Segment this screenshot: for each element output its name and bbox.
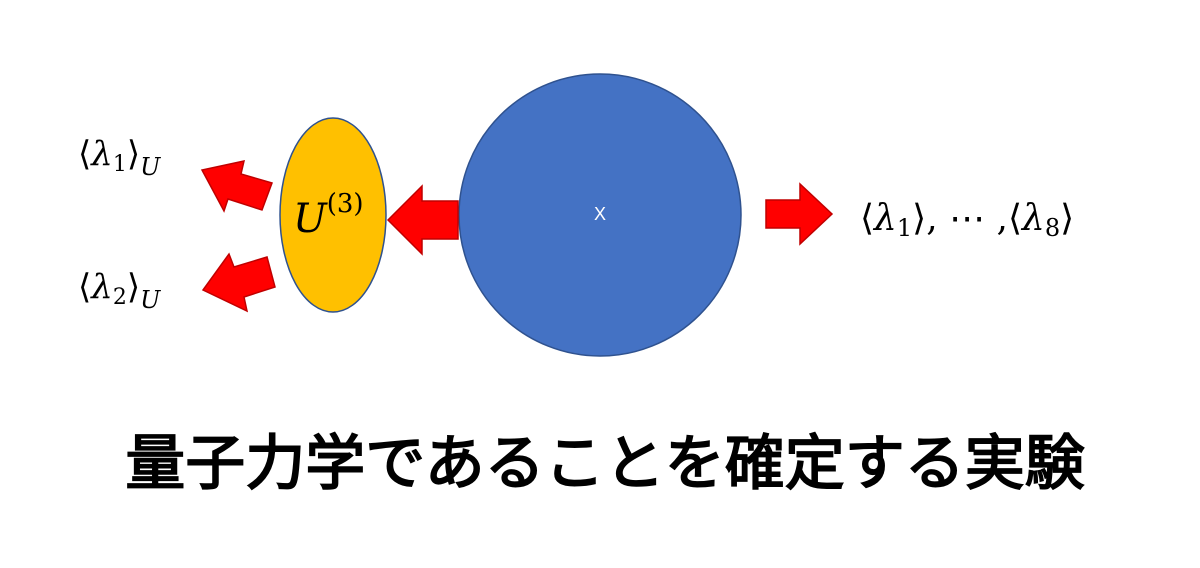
source-label: X — [594, 204, 606, 224]
unitary-ellipse — [279, 117, 387, 313]
unitary-base: U — [293, 196, 328, 242]
arrow-to-right-output — [765, 182, 834, 246]
output-right: ⟨λ1⟩, ⋯ ,⟨λ8⟩ — [860, 198, 1074, 242]
arrow-to-unitary — [386, 184, 459, 256]
caption: 量子力学であることを確定する実験 — [125, 429, 1085, 499]
arrow-to-bottom-left-output — [201, 252, 276, 313]
output-left-bottom: ⟨λ2⟩U — [78, 267, 161, 314]
source-circle — [458, 73, 742, 357]
unitary-label: U(3) — [293, 189, 364, 242]
output-left-top: ⟨λ1⟩U — [78, 134, 161, 181]
unitary-superscript: (3) — [327, 189, 364, 219]
arrow-to-top-left-output — [200, 160, 273, 213]
